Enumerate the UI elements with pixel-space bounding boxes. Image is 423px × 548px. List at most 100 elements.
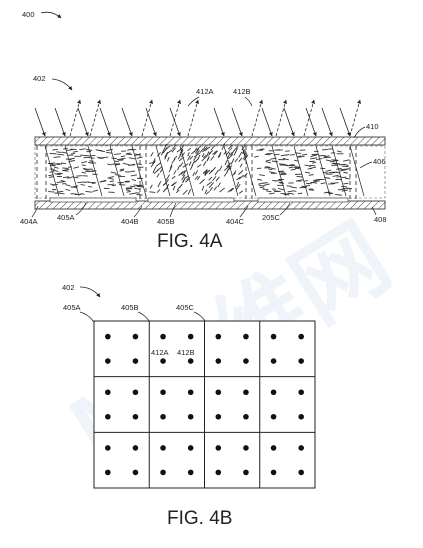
incident-ray: [231, 107, 243, 137]
lc-molecule: [172, 185, 176, 191]
lc-molecule: [206, 181, 213, 186]
lc-molecule: [63, 147, 68, 150]
emitted-ray: [89, 99, 101, 137]
lc-molecule: [233, 170, 237, 175]
lc-molecule: [184, 179, 190, 183]
lc-molecule: [213, 150, 219, 155]
lc-molecule: [127, 148, 134, 151]
lc-molecule: [239, 163, 243, 168]
label-410: 410: [366, 122, 379, 131]
lc-molecule: [187, 152, 190, 157]
lc-molecule: [335, 193, 342, 196]
lc-molecule: [310, 181, 318, 184]
lc-molecule: [305, 184, 310, 187]
lc-molecule: [73, 166, 80, 169]
lc-molecule: [126, 191, 131, 193]
lc-molecule: [201, 156, 207, 162]
lc-molecule: [171, 175, 176, 180]
lc-molecule: [111, 157, 117, 160]
lc-molecule: [83, 181, 90, 183]
lc-molecule: [179, 149, 184, 156]
lc-molecule: [157, 180, 162, 188]
electrode-405a: [49, 197, 137, 203]
internal-ray: [131, 145, 147, 197]
lc-molecule: [265, 190, 272, 193]
lc-molecule: [304, 164, 312, 167]
lc-molecule: [48, 163, 54, 165]
electrode-405c: [257, 197, 349, 203]
incident-ray: [99, 107, 111, 137]
lc-molecule: [343, 159, 350, 162]
lc-molecule: [173, 170, 177, 175]
lc-molecule: [230, 158, 235, 165]
lc-molecule: [202, 145, 206, 150]
lc-molecule: [206, 157, 210, 162]
emitter-dot: [105, 358, 111, 364]
label-404a: 404A: [20, 217, 38, 226]
lc-molecule: [80, 154, 87, 157]
lc-molecule: [325, 159, 332, 162]
lc-molecule: [208, 151, 212, 156]
emitted-ray: [141, 99, 153, 137]
lc-molecule: [320, 167, 326, 170]
lc-molecule: [114, 163, 120, 166]
lc-molecule: [114, 153, 122, 155]
lc-molecule: [283, 193, 290, 196]
lc-molecule: [161, 149, 165, 154]
lc-molecule: [271, 160, 279, 163]
lc-molecule: [278, 163, 286, 165]
lc-molecule: [190, 150, 196, 155]
lc-molecule: [234, 158, 239, 163]
lc-molecule: [254, 155, 259, 158]
emitter-dot: [160, 469, 166, 476]
lc-molecule: [156, 173, 160, 178]
lc-molecule: [178, 171, 184, 177]
lc-molecule: [333, 182, 339, 184]
lc-molecule: [54, 166, 59, 169]
lc-molecule: [119, 169, 125, 172]
lc-molecule: [196, 175, 201, 181]
lc-molecule: [331, 162, 338, 165]
lc-molecule: [236, 176, 241, 181]
leader-404b: [133, 205, 143, 218]
lc-molecule: [206, 151, 210, 158]
lc-molecule: [202, 169, 208, 174]
lc-molecule: [196, 145, 202, 151]
emitter-dot: [132, 389, 139, 396]
lc-molecule: [308, 189, 315, 191]
lc-molecule: [259, 148, 265, 151]
lc-molecule: [195, 148, 200, 154]
lc-molecule: [152, 160, 156, 165]
lc-molecule: [52, 169, 59, 172]
lc-molecule: [171, 158, 176, 164]
lc-molecule: [60, 162, 67, 165]
cover-layer-410: [34, 136, 386, 146]
lc-molecule: [107, 183, 115, 186]
emitter-dot: [298, 445, 304, 451]
lc-molecule: [223, 150, 227, 155]
lc-molecule: [186, 176, 191, 181]
label-402b: 402: [62, 283, 75, 292]
lc-molecule: [58, 172, 63, 175]
lc-molecule: [204, 146, 211, 152]
lc-molecule: [228, 153, 234, 160]
emitted-ray: [251, 99, 263, 137]
lc-molecule: [81, 171, 87, 174]
lc-molecule: [65, 189, 71, 191]
lc-molecule: [169, 164, 173, 169]
emitter-dot: [132, 358, 139, 364]
electrode-405b: [147, 197, 235, 203]
lc-molecule: [243, 172, 248, 178]
lc-molecule: [181, 174, 186, 181]
emitter-dot: [298, 389, 304, 396]
lc-molecule: [199, 148, 204, 153]
emitter-dot: [298, 358, 304, 364]
lc-molecule: [106, 148, 114, 152]
lc-molecule: [297, 155, 302, 158]
label-405c-b: 405C: [176, 303, 195, 312]
emitter-dot: [160, 445, 166, 451]
emitter-dot: [298, 413, 304, 420]
label-405b: 405B: [157, 217, 175, 226]
lc-molecule: [80, 184, 85, 186]
internal-ray: [271, 145, 287, 197]
